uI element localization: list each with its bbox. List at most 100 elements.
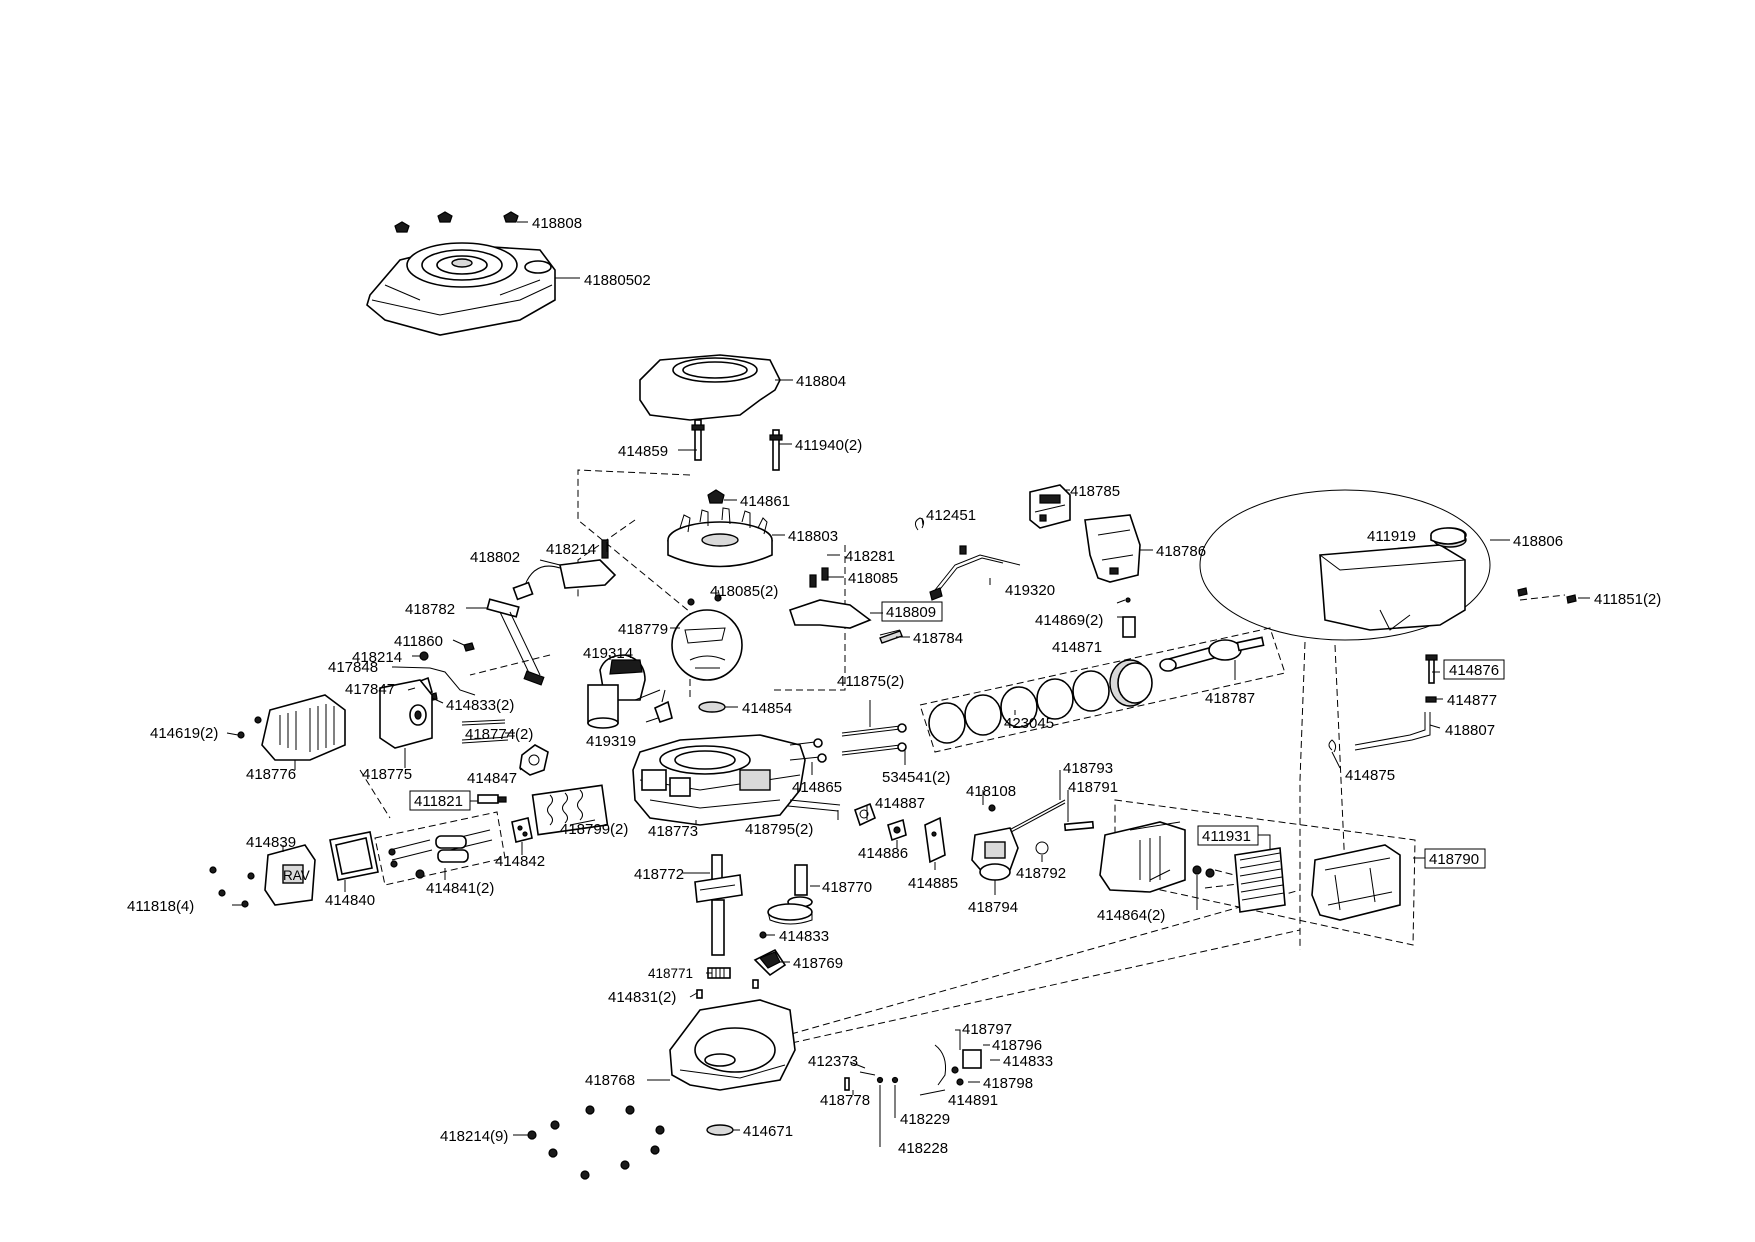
flywheel-nut-part [707, 489, 725, 504]
governor-spring-417848-part [394, 666, 476, 696]
label-418787: 418787 [1205, 690, 1255, 707]
label-418784: 418784 [913, 630, 963, 647]
air-filter-cover-418790-part [1311, 844, 1401, 921]
tube-418791-part [1063, 820, 1095, 832]
label-418779: 418779 [618, 621, 668, 638]
label-418794: 418794 [968, 899, 1018, 916]
piston-part [1109, 659, 1153, 707]
label-418807: 418807 [1445, 722, 1495, 739]
screw-414833b-part [759, 931, 767, 939]
studs-418774-parts [461, 719, 509, 744]
screw-418214b-part [419, 651, 429, 661]
label-boxes [409, 601, 1505, 869]
flywheel-part [667, 507, 773, 568]
label-418809: 418809 [886, 604, 936, 621]
label-418791: 418791 [1068, 779, 1118, 796]
washer-414854-part [698, 701, 726, 713]
part-labels: 418808 41880502 418804 414859 411940(2) … [127, 215, 1661, 1157]
label-418797: 418797 [962, 1021, 1012, 1038]
label-418775: 418775 [362, 766, 412, 783]
label-414877: 414877 [1447, 692, 1497, 709]
label-418770: 418770 [822, 879, 872, 896]
label-414847: 414847 [467, 770, 517, 787]
label-418214-coil: 418214 [546, 541, 596, 558]
screws-414619-parts [237, 716, 262, 739]
governor-lever-419320-part [929, 545, 1021, 601]
nut-418808-parts [394, 211, 519, 233]
spark-plug-411821-part [477, 794, 507, 804]
label-411931: 411931 [1202, 828, 1251, 845]
pins-414831-parts [696, 979, 759, 999]
label-417848: 417848 [328, 659, 378, 676]
gasket-414885-part [924, 816, 946, 864]
label-418774: 418774(2) [465, 726, 533, 743]
label-412451: 412451 [926, 507, 976, 524]
leader-lines [226, 221, 1590, 1147]
fuel-line-418807-part [1354, 712, 1431, 751]
label-417847: 417847 [345, 681, 395, 698]
label-411851: 411851(2) [1594, 591, 1661, 608]
label-418804: 418804 [796, 373, 846, 390]
air-filter-411931-part [1234, 847, 1286, 913]
label-418778: 418778 [820, 1092, 870, 1109]
label-418229: 418229 [900, 1111, 950, 1128]
detail-circle-418779 [671, 609, 743, 681]
screw-411860-part [463, 642, 475, 652]
label-41880502: 41880502 [584, 272, 651, 289]
label-414833-governor: 414833 [779, 928, 829, 945]
label-418214-9: 418214(9) [440, 1128, 508, 1145]
label-418782: 418782 [405, 601, 455, 618]
label-411875: 411875(2) [837, 673, 904, 690]
label-414891: 414891 [948, 1092, 998, 1109]
label-418790: 418790 [1429, 851, 1479, 868]
bolts-411875-parts [841, 723, 907, 756]
clip-414877-part [1425, 696, 1437, 703]
screws-411818-parts [209, 866, 255, 908]
label-418808: 418808 [532, 215, 582, 232]
label-418228: 418228 [898, 1140, 948, 1157]
shroud-cover-part [366, 242, 556, 336]
label-414833-link: 414833 [1003, 1053, 1053, 1070]
label-414840: 414840 [325, 892, 375, 909]
label-418806: 418806 [1513, 533, 1563, 550]
ignition-coil-part [512, 539, 617, 601]
dipstick-tube-part [486, 598, 545, 686]
label-412373: 412373 [808, 1053, 858, 1070]
screw-418108-part [988, 804, 996, 812]
camshaft-418770-part [767, 864, 813, 925]
label-418214-screw: 418214 [352, 649, 402, 666]
governor-linkage-parts [844, 1044, 982, 1096]
studs-parts [691, 419, 783, 471]
gasket-414886-part [887, 818, 907, 842]
label-414865: 414865 [792, 779, 842, 796]
label-411860: 411860 [394, 633, 443, 650]
label-411818: 411818(4) [127, 898, 194, 915]
governor-arm-419319-part [654, 689, 673, 724]
crankcase-418773-part [632, 734, 806, 826]
label-414886: 414886 [858, 845, 908, 862]
label-414671: 414671 [743, 1123, 793, 1140]
label-414841: 414841(2) [426, 880, 494, 897]
label-418085-2: 418085(2) [710, 583, 778, 600]
label-418802: 418802 [470, 549, 520, 566]
bolts-418214c-parts [527, 1105, 665, 1180]
label-418799: 418799(2) [560, 821, 628, 838]
label-414831: 414831(2) [608, 989, 676, 1006]
valves-414841-parts [388, 829, 493, 879]
label-418792: 418792 [1016, 865, 1066, 882]
clip-412451-part [914, 517, 925, 531]
label-418108: 418108 [966, 783, 1016, 800]
label-414833-2: 414833(2) [446, 697, 514, 714]
label-418773: 418773 [648, 823, 698, 840]
governor-418769-part [753, 948, 787, 977]
screws-418085-parts [687, 594, 722, 606]
label-418769: 418769 [793, 955, 843, 972]
label-418085: 418085 [848, 570, 898, 587]
label-418772: 418772 [634, 866, 684, 883]
label-418803: 418803 [788, 528, 838, 545]
label-418796: 418796 [992, 1037, 1042, 1054]
piston-rings-423045-parts [928, 670, 1110, 744]
label-414861: 414861 [740, 493, 790, 510]
screws-411851-parts [1517, 587, 1577, 604]
